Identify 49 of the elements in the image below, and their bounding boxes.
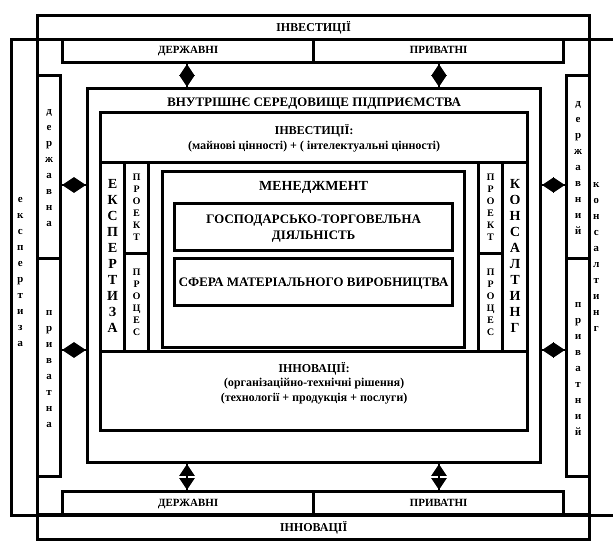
enterprise-frame — [86, 87, 542, 464]
vertical-label: консалтинг — [593, 177, 600, 336]
vertical-label: експертиза — [17, 192, 24, 351]
label-text: (технології + продукція + послуги) — [220, 390, 408, 404]
vertical-label: ПРОЦЕС — [486, 266, 494, 338]
double-arrow — [179, 464, 195, 490]
double-arrow — [62, 342, 86, 358]
heading-text: ІНВЕСТИЦІЇ: — [274, 123, 354, 138]
double-arrow — [431, 464, 447, 490]
label-text: СФЕРА МАТЕРІАЛЬНОГО ВИРОБНИЦТВА — [178, 274, 448, 290]
vertical-label: державна — [45, 104, 53, 231]
vertical-label-box — [36, 257, 62, 478]
vertical-label-box — [565, 74, 591, 260]
band-box — [36, 513, 591, 541]
label-text: (майнові цінності) + ( інтелектуальні цінності) — [188, 138, 440, 152]
label-text: ІНВЕСТИЦІЇ — [276, 20, 351, 35]
vertical-label: приватний — [574, 296, 582, 440]
double-arrow — [179, 64, 195, 87]
label-box — [99, 111, 529, 164]
label-box — [99, 350, 529, 432]
vertical-label: ПРОЦЕС — [132, 266, 140, 338]
outer-frame — [10, 38, 613, 517]
vertical-label: ПРОЕКТ — [486, 172, 494, 244]
label-box — [173, 257, 454, 307]
label-text: (організаційно-технічні рішення) — [224, 375, 404, 390]
double-arrow — [542, 177, 565, 193]
double-arrow — [431, 64, 447, 87]
vertical-label-box — [565, 257, 591, 478]
label-box — [61, 38, 315, 64]
label-text: ПРИВАТНІ — [410, 44, 468, 58]
double-arrow — [62, 177, 86, 193]
label-box — [173, 202, 454, 252]
management-box — [161, 170, 466, 349]
vertical-label: приватна — [46, 304, 52, 432]
double-arrow — [542, 342, 565, 358]
label-text: МЕНЕДЖМЕНТ — [258, 179, 368, 196]
label-text: ДЕРЖАВНІ — [158, 496, 218, 510]
vertical-label: КОНСАЛТИНГ — [510, 177, 520, 337]
label-text: ПРИВАТНІ — [410, 496, 468, 510]
vertical-label: державний — [574, 96, 582, 239]
label-text: ВНУТРІШНЄ СЕРЕДОВИЩЕ ПІДПРИЄМСТВА — [167, 94, 461, 110]
vertical-label: ЕКСПЕРТИЗА — [107, 177, 118, 337]
label-text: ДЕРЖАВНІ — [158, 44, 218, 58]
vertical-label: ПРОЕКТ — [132, 172, 140, 244]
label-text: ІННОВАЦІЇ — [280, 520, 348, 534]
label-box — [312, 38, 565, 64]
vertical-label-box — [36, 74, 62, 260]
label-text: ГОСПОДАРСЬКО-ТОРГОВЕЛЬНА ДІЯЛЬНІСТЬ — [205, 211, 422, 243]
heading-text: ІННОВАЦІЇ: — [278, 361, 350, 376]
